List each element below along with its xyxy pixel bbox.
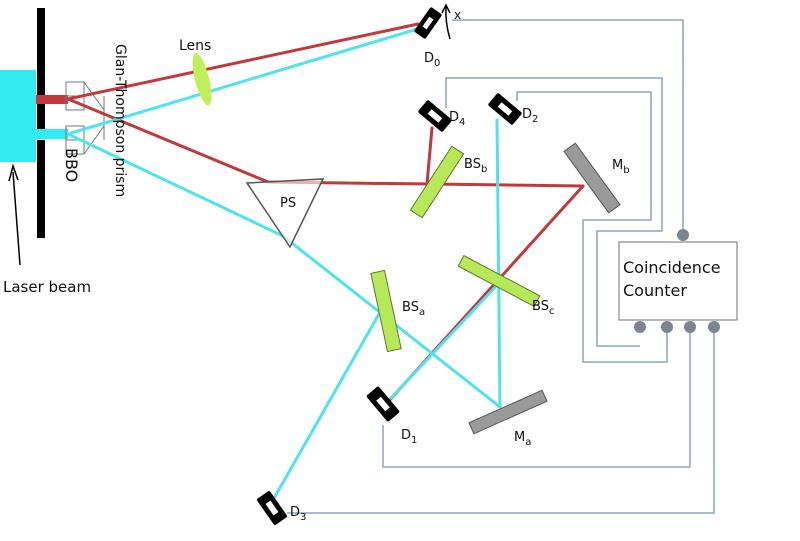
label-ps: PS [280, 196, 296, 211]
label-bbo: BBO [62, 148, 81, 182]
cyan-beam-to-d1 [389, 280, 502, 400]
label-lens: Lens [179, 38, 211, 54]
red-beam-to-d0 [66, 22, 420, 101]
bs-a [370, 269, 402, 353]
lens [192, 52, 212, 106]
counter-port-4 [708, 321, 720, 333]
barrier-bottom [37, 140, 45, 238]
red-beams [66, 22, 585, 405]
label-d1: D1 [401, 428, 417, 446]
laser-pointer-arrow [8, 163, 21, 266]
detector-d2 [488, 93, 522, 125]
counter-port-top [677, 229, 689, 241]
label-d2: D2 [522, 107, 538, 125]
label-d3: D3 [290, 505, 306, 523]
cable-d2 [516, 91, 668, 363]
prism-diagonal-2 [83, 125, 105, 155]
bs-b [409, 145, 465, 219]
cable-d3 [287, 328, 715, 514]
bs-c [457, 254, 541, 308]
detector-d1 [366, 386, 400, 422]
counter-port-1 [634, 321, 646, 333]
laser-red-stub [36, 95, 68, 104]
label-counter-line2: Counter [623, 281, 687, 300]
cyan-beams [66, 25, 502, 502]
label-bs-c: BSc [532, 299, 554, 317]
prism-box-4 [65, 139, 85, 155]
counter-port-2 [661, 321, 673, 333]
cyan-beam-to-d0 [66, 25, 426, 136]
detector-d3 [257, 491, 287, 525]
mirror-a [468, 389, 548, 435]
cable-d1 [382, 328, 691, 468]
label-x-axis: x [454, 8, 461, 22]
cyan-beam-to-d3 [271, 305, 385, 502]
label-laser-beam: Laser beam [3, 278, 91, 296]
ps-prism [245, 178, 325, 249]
counter-port-3 [684, 321, 696, 333]
label-m-a: Ma [514, 430, 531, 448]
cable-d4 [445, 77, 663, 347]
laser-cyan-stub [36, 129, 68, 139]
coincidence-counter [618, 241, 738, 321]
label-d4: D4 [449, 110, 465, 128]
label-glan-thompson-prism: Glan-Thompson prism [112, 44, 128, 197]
cables [287, 19, 715, 514]
laser-source [0, 70, 36, 162]
detector-d0 [414, 7, 442, 39]
cyan-beam-vertical-d2 [495, 118, 502, 409]
cable-d0 [452, 19, 684, 231]
label-counter-line1: Coincidence [623, 258, 721, 277]
red-beam-up-d4 [425, 126, 434, 186]
label-bs-b: BSb [464, 157, 487, 175]
prism-diagonal-1 [83, 81, 105, 111]
mirror-b [563, 142, 621, 214]
detector-d4 [418, 100, 452, 132]
prism-box-1 [65, 81, 85, 97]
label-m-b: Mb [612, 158, 630, 176]
x-direction-arrow [441, 3, 451, 40]
barrier-top [37, 8, 45, 132]
label-bs-a: BSa [402, 300, 425, 318]
label-d0: D0 [424, 51, 440, 69]
